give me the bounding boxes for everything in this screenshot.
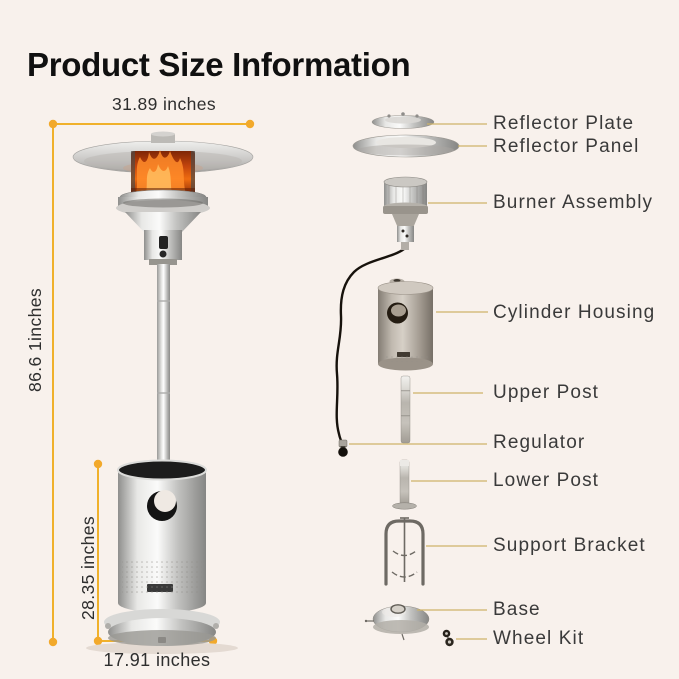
part-label-regulator: Regulator [493, 432, 586, 453]
part-label-support-bracket: Support Bracket [493, 535, 646, 556]
flame-emitter [131, 150, 195, 194]
part-label-lower-post: Lower Post [493, 470, 600, 491]
dimension-reflector-width: 31.89 inches [111, 94, 217, 114]
housing-figure [117, 459, 207, 613]
page-title: Product Size Information [27, 46, 411, 84]
leader-lines [349, 123, 488, 640]
exploded-parts [335, 112, 460, 647]
base-figure [86, 609, 238, 654]
part-label-reflector-plate: Reflector Plate [493, 113, 635, 134]
part-label-wheel-kit: Wheel Kit [493, 628, 585, 649]
part-label-burner-assembly: Burner Assembly [493, 192, 654, 213]
part-lower-post-figure [392, 459, 417, 510]
part-reflector-plate-figure [371, 112, 435, 129]
part-regulator-figure [338, 439, 348, 457]
dimension-base-width: 17.91 inches [103, 650, 211, 670]
heater-figure [72, 131, 254, 654]
dimension-housing-height: 28.35 inches [78, 515, 98, 621]
part-reflector-panel-figure [352, 134, 460, 158]
gas-hose-figure [335, 247, 406, 447]
part-base-figure [364, 604, 430, 641]
part-upper-post-figure [400, 375, 411, 444]
part-cylinder-housing-figure [377, 278, 434, 371]
part-label-cylinder-housing: Cylinder Housing [493, 302, 656, 323]
part-label-reflector-panel: Reflector Panel [493, 136, 640, 157]
part-wheel-kit-figure [442, 629, 454, 647]
part-label-base: Base [493, 599, 541, 620]
part-support-bracket-figure [384, 517, 425, 586]
part-burner-assembly-figure [383, 176, 428, 250]
dimension-overall-height: 86.6 1inches [25, 287, 45, 393]
part-label-upper-post: Upper Post [493, 382, 600, 403]
